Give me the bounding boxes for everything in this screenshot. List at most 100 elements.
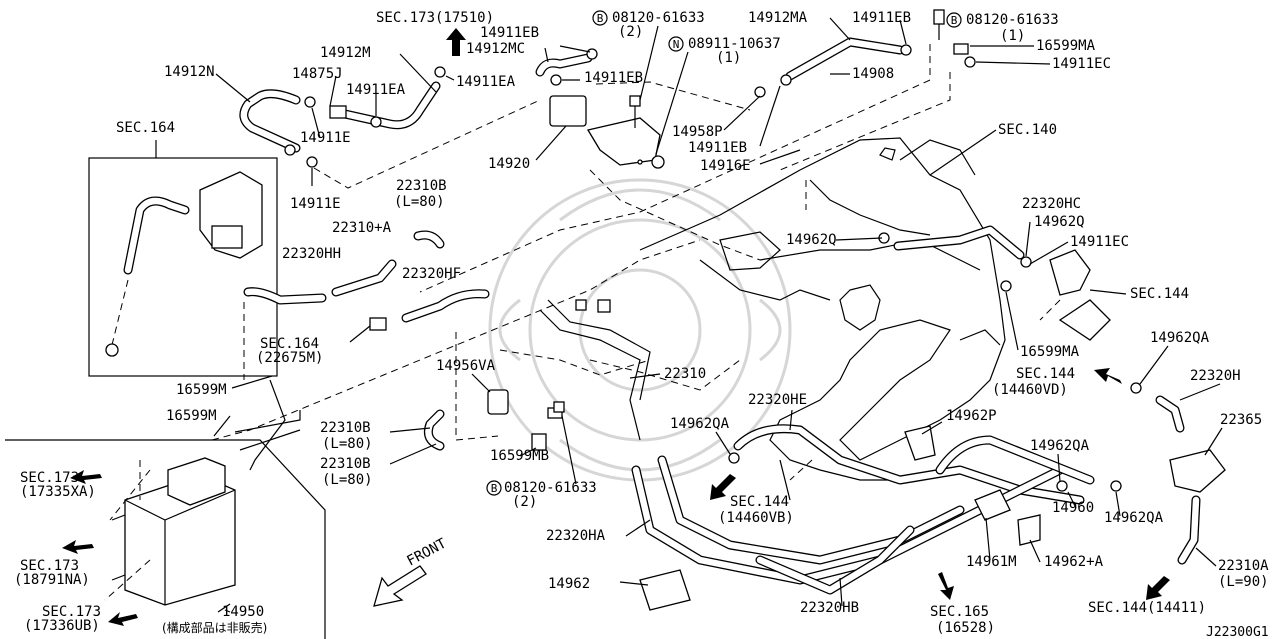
label-p14950: 14950 <box>222 604 264 620</box>
label-p22310a_r: 22310A <box>1218 558 1269 574</box>
label-p14962q_r: 14962Q <box>1034 214 1085 230</box>
label-p14962q_l: 14962Q <box>786 232 837 248</box>
front-arrow-icon <box>373 565 427 607</box>
label-sec173_ub_c: (17336UB) <box>24 618 100 634</box>
label-sec144_m_c: (14460VD) <box>992 382 1068 398</box>
label-sec173_na_c: (18791NA) <box>14 572 90 588</box>
label-sec144_b: SEC.144 <box>730 494 789 510</box>
label-p22310: 22310 <box>664 366 706 382</box>
label-p14950_note: (構成部品は非販売) <box>162 620 267 635</box>
label-p14911e_1: 14911E <box>300 130 351 146</box>
label-b08120_b: 08120-61633 <box>504 480 597 496</box>
label-p14912n: 14912N <box>164 64 215 80</box>
label-p22320he: 22320HE <box>748 392 807 408</box>
circle-n-top: N <box>668 36 684 52</box>
circled-letters: B N B B <box>486 10 962 496</box>
label-b08120_tr: 08120-61633 <box>966 12 1059 28</box>
label-p14916e: 14916E <box>700 158 751 174</box>
label-p14956va: 14956VA <box>436 358 496 374</box>
label-b08120_top: 08120-61633 <box>612 10 705 26</box>
components <box>329 43 1226 611</box>
leader-lines <box>213 17 1223 613</box>
label-p22320hc: 22320HC <box>1022 196 1081 212</box>
label-p16599m_l: 16599M <box>176 382 227 398</box>
label-sec144_b_c: (14460VB) <box>718 510 794 526</box>
label-b08120_b_q: (2) <box>512 494 537 510</box>
label-p14962a: 14962+A <box>1044 554 1104 570</box>
label-p14911eb_tl: 14911EB <box>480 25 539 41</box>
label-p14908: 14908 <box>852 66 894 82</box>
label-p14962qa_t: 14962QA <box>1150 330 1210 346</box>
label-p14911eb_tr: 14911EB <box>852 10 911 26</box>
label-p14911ea_l: 14911EA <box>346 82 406 98</box>
label-p22320hh: 22320HH <box>282 246 341 262</box>
label-sec144_14411: SEC.144(14411) <box>1088 600 1206 616</box>
label-p16599mb: 16599MB <box>490 448 549 464</box>
label-p22310b_b: 22310B <box>320 456 371 472</box>
label-p22310b_t_l: (L=80) <box>394 194 445 210</box>
label-p14962p: 14962P <box>946 408 997 424</box>
label-sec173_xa_c: (17335XA) <box>20 484 96 500</box>
label-b08120_tr_q: (1) <box>1000 28 1025 44</box>
canister-inset <box>5 439 326 639</box>
circle-b-top: B <box>592 10 608 26</box>
label-p14920: 14920 <box>488 156 530 172</box>
label-p14911ec_m: 14911EC <box>1070 234 1129 250</box>
label-front: FRONT <box>404 535 449 569</box>
label-sec173_xa: SEC.173 <box>20 470 79 486</box>
label-p22320hf: 22320HF <box>402 266 461 282</box>
label-sec173_ub: SEC.173 <box>42 604 101 620</box>
dashed-lines <box>211 44 1061 481</box>
label-p14962qa_r: 14962QA <box>1030 438 1090 454</box>
label-p14912m: 14912M <box>320 45 371 61</box>
label-sec173_17510: SEC.173(17510) <box>376 10 494 26</box>
label-sec144_r: SEC.144 <box>1130 286 1189 302</box>
engine-assembly <box>639 137 1006 481</box>
label-p22310b_m_l: (L=80) <box>322 436 373 452</box>
label-p14960: 14960 <box>1052 500 1094 516</box>
svg-text:B: B <box>491 482 498 495</box>
label-sec164_t: SEC.164 <box>116 120 175 136</box>
label-p22310b_t: 22310B <box>396 178 447 194</box>
label-p14911ea_r: 14911EA <box>456 74 516 90</box>
label-p14912mc: 14912MC <box>466 41 525 57</box>
label-p14875j: 14875J <box>292 66 343 82</box>
svg-text:B: B <box>951 14 958 27</box>
label-p22310b_b_l: (L=80) <box>322 472 373 488</box>
label-p22320hb: 22320HB <box>800 600 859 616</box>
label-p16599m_b: 16599M <box>166 408 217 424</box>
label-p14912ma: 14912MA <box>748 10 808 26</box>
label-p14962qa_m: 14962QA <box>670 416 730 432</box>
label-p14911e_2: 14911E <box>290 196 341 212</box>
label-n08911: 08911-10637 <box>688 36 781 52</box>
svg-text:B: B <box>597 12 604 25</box>
sec164-inset <box>88 140 278 377</box>
label-p14962: 14962 <box>548 576 590 592</box>
label-sec140: SEC.140 <box>998 122 1057 138</box>
label-p16599ma_tr: 16599MA <box>1036 38 1096 54</box>
label-p22320ha: 22320HA <box>546 528 606 544</box>
label-p14911eb_mid: 14911EB <box>584 70 643 86</box>
label-p14962qa_b: 14962QA <box>1104 510 1164 526</box>
label-p22310a_r_l: (L=90) <box>1218 574 1269 590</box>
label-p14958p: 14958P <box>672 124 723 140</box>
label-p14961m: 14961M <box>966 554 1017 570</box>
label-p16599ma_m: 16599MA <box>1020 344 1080 360</box>
label-p14911ec_tr: 14911EC <box>1052 56 1111 72</box>
label-p22310b_m: 22310B <box>320 420 371 436</box>
label-sec144_m: SEC.144 <box>1016 366 1075 382</box>
label-n08911_q: (1) <box>716 50 741 66</box>
label-sec165_c: (16528) <box>936 620 995 636</box>
label-p22320h: 22320H <box>1190 368 1241 384</box>
label-sec164_m_c: (22675M) <box>256 350 323 366</box>
label-p22365: 22365 <box>1220 412 1262 428</box>
label-sec173_na: SEC.173 <box>20 558 79 574</box>
circle-b-bottom: B <box>486 480 502 496</box>
label-b08120_top_q: (2) <box>618 24 643 40</box>
label-p14911eb_b: 14911EB <box>688 140 747 156</box>
svg-text:N: N <box>673 38 680 51</box>
label-sec165: SEC.165 <box>930 604 989 620</box>
direction-arrows <box>62 28 1170 626</box>
